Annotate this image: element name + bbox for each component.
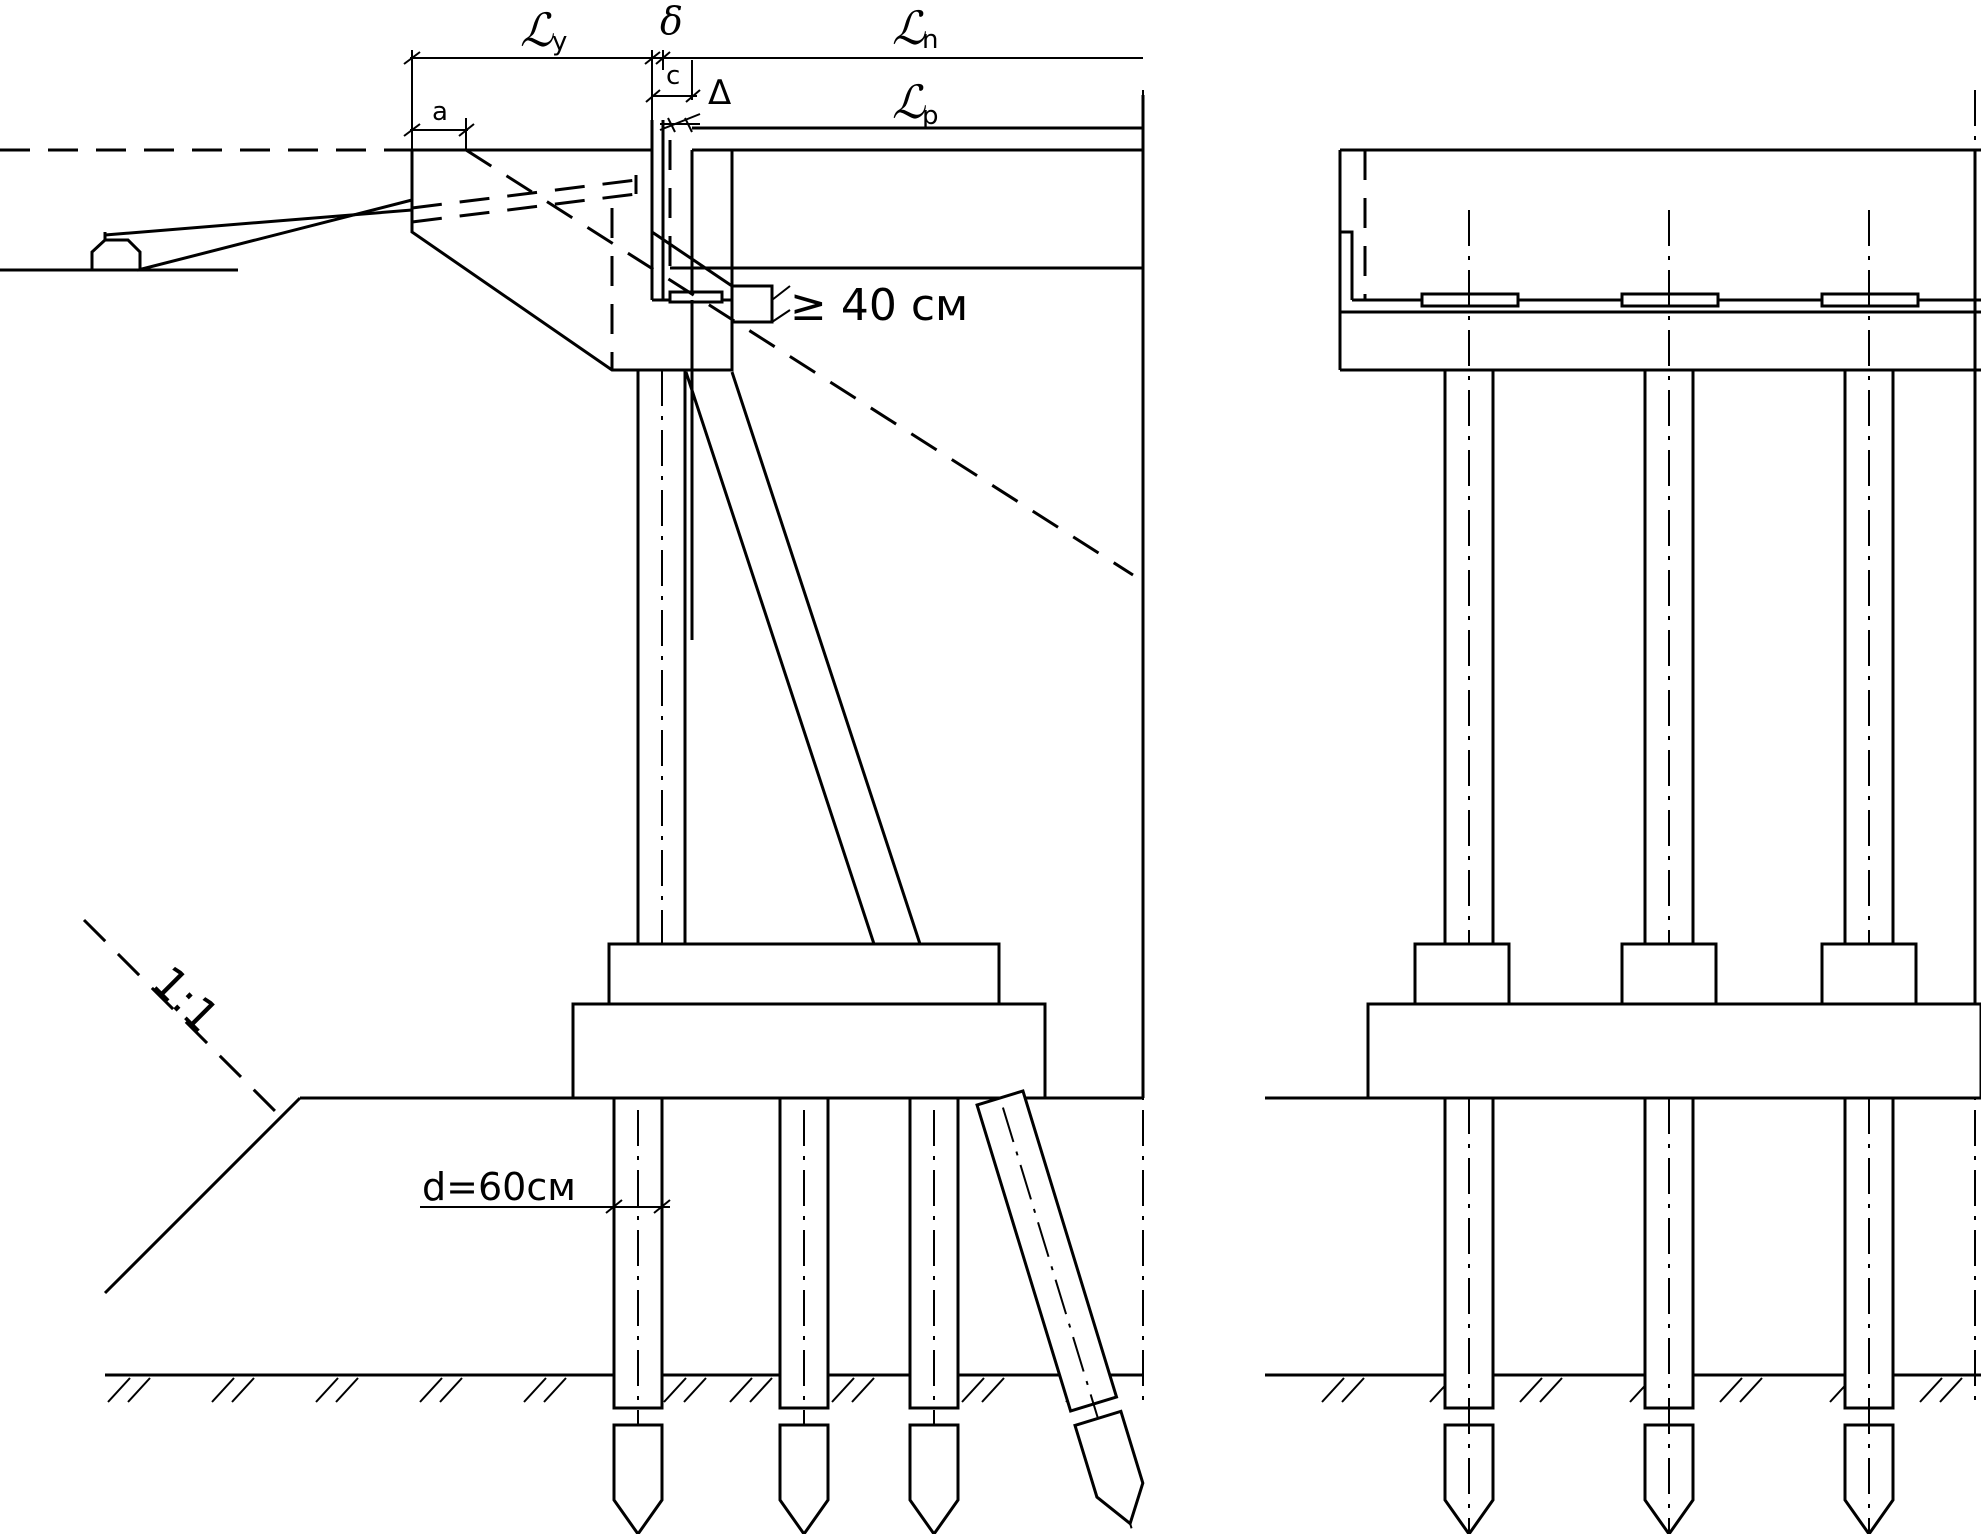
label-gap: ≥ 40 см [790, 280, 968, 331]
label-lp: ℒ [892, 75, 926, 129]
abutment-cap [410, 150, 734, 372]
front-columns [1443, 210, 1895, 1534]
label-ln-sub: n [922, 25, 938, 55]
label-ly-sub: y [552, 27, 567, 57]
label-c: c [666, 61, 680, 91]
label-a: a [432, 97, 448, 127]
strut-left [684, 371, 876, 945]
label-delta: δ [660, 0, 683, 43]
label-lp-sub: p [922, 101, 939, 131]
influence-dashed [465, 148, 1134, 577]
front-elevation [1265, 90, 1981, 1534]
strut-right [730, 371, 922, 945]
label-Delta: Δ [708, 73, 731, 113]
grillage-lower [571, 1002, 1047, 1100]
label-slope: 1:1 [142, 957, 228, 1043]
label-pile-diameter: d=60см [422, 1165, 576, 1209]
front-grillage [1366, 1002, 1981, 1100]
embankment-slope [103, 1096, 302, 1295]
bearing [668, 290, 724, 304]
piles-side [612, 1089, 1145, 1534]
approach-slab [103, 198, 413, 272]
label-ln: ℒ [892, 1, 926, 55]
sleeper-support [90, 238, 142, 272]
grillage-upper [607, 942, 1001, 1006]
front-piles [1443, 1096, 1895, 1534]
gap-box [730, 284, 774, 324]
label-ly: ℒ [520, 3, 554, 57]
side-elevation [0, 50, 1145, 1534]
